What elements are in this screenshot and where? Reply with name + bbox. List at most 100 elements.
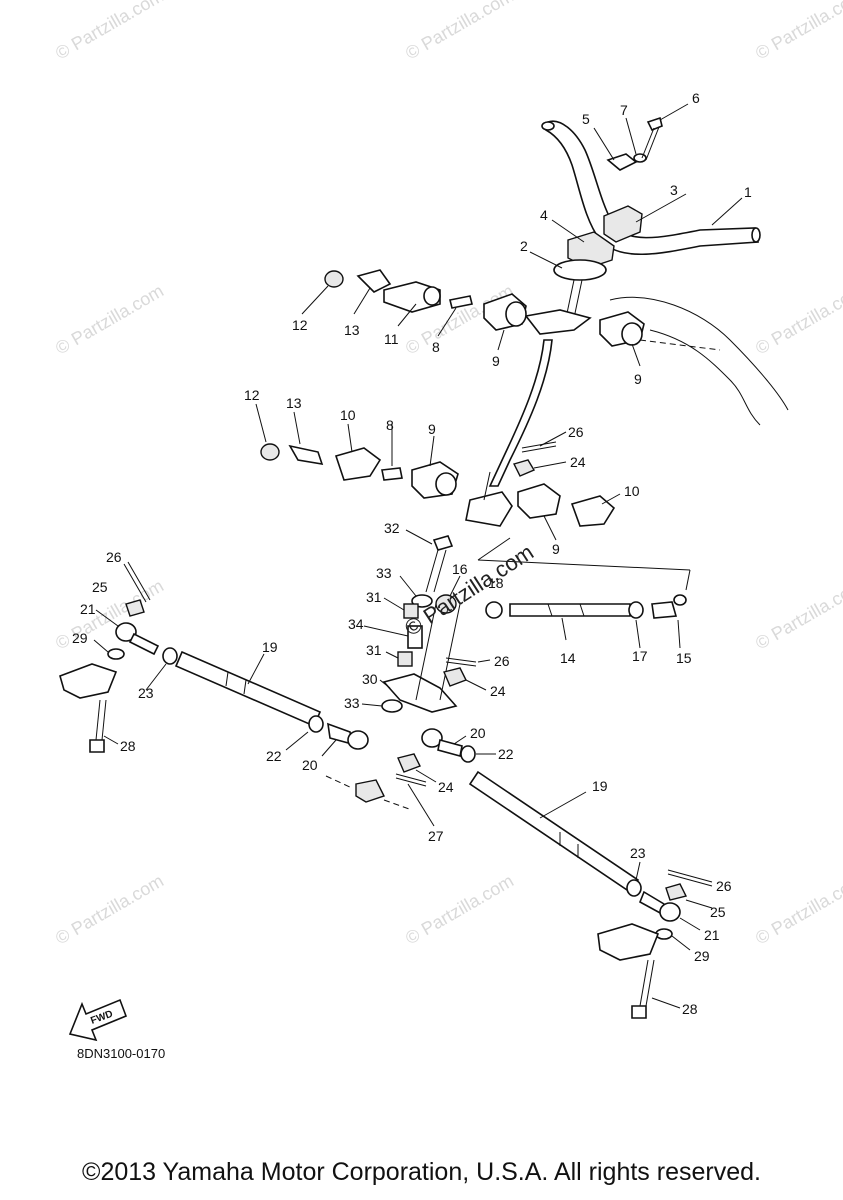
callout-16: 16 xyxy=(452,561,468,577)
steering-column xyxy=(465,279,592,527)
handlebar xyxy=(541,120,761,256)
callout-33-lower: 33 xyxy=(344,695,360,711)
bracket-11-upper xyxy=(383,281,441,313)
callout-10-right: 10 xyxy=(624,483,640,499)
callout-3: 3 xyxy=(670,182,678,198)
nut-24-b xyxy=(443,667,467,687)
callout-22-left: 22 xyxy=(266,748,282,764)
callout-23-left: 23 xyxy=(138,685,154,701)
nut-23-left xyxy=(162,647,178,665)
tie-rod-end-21-right xyxy=(638,890,681,922)
tie-rod-end-20-right xyxy=(421,728,463,757)
plate-13-upper xyxy=(356,269,392,293)
watermark: © Partzilla.com xyxy=(52,870,167,948)
callout-33-upper: 33 xyxy=(376,565,392,581)
nut-25-right xyxy=(665,883,688,901)
callout-19-left: 19 xyxy=(262,639,278,655)
callout-26-b: 26 xyxy=(494,653,510,669)
callout-26-left: 26 xyxy=(106,549,122,565)
tie-rod-14 xyxy=(509,603,631,617)
callout-22-right: 22 xyxy=(498,746,514,762)
handlebar-holder-lower xyxy=(553,231,615,281)
callout-9-right: 9 xyxy=(634,371,642,387)
collar-9-mid xyxy=(411,461,459,499)
callout-26-a: 26 xyxy=(568,424,584,440)
knuckle-arm-left xyxy=(59,663,118,699)
callout-25-right: 25 xyxy=(710,904,726,920)
bushing-31-lower xyxy=(397,651,413,667)
callout-labels: 1 2 3 4 5 6 7 8 9 9 11 12 13 12 13 10 8 … xyxy=(72,90,752,1017)
bolt-28-right xyxy=(631,959,655,1019)
tie-rod-19-left xyxy=(174,650,322,728)
bushing-31-upper xyxy=(403,603,419,619)
frame-bracket-lower xyxy=(325,775,413,811)
callout-28-left: 28 xyxy=(120,738,136,754)
callout-25-left: 25 xyxy=(92,579,108,595)
collar-9-right xyxy=(599,311,645,347)
callout-2: 2 xyxy=(520,238,528,254)
tie-rod-19-right xyxy=(468,770,640,894)
rod-end-18 xyxy=(485,601,503,619)
callout-15: 15 xyxy=(676,650,692,666)
fwd-arrow-icon: FWD xyxy=(68,998,128,1042)
callout-27: 27 xyxy=(428,828,444,844)
callout-1: 1 xyxy=(744,184,752,200)
callout-8-mid: 8 xyxy=(386,417,394,433)
callout-14: 14 xyxy=(560,650,576,666)
cotter-pin-26-b xyxy=(445,657,477,667)
callout-19-right: 19 xyxy=(592,778,608,794)
collar-9-upper xyxy=(483,293,527,331)
watermark: © Partzilla.com xyxy=(52,280,167,358)
callout-8-upper: 8 xyxy=(432,339,440,355)
pin-8-upper xyxy=(449,295,473,309)
callout-26-right: 26 xyxy=(716,878,732,894)
washer-29-left xyxy=(107,648,125,660)
plate-13-mid xyxy=(288,444,324,466)
callout-21-right: 21 xyxy=(704,927,720,943)
watermark: © Partzilla.com xyxy=(52,0,167,63)
watermark: © Partzilla.com xyxy=(752,575,843,653)
copyright-footer: ©2013 Yamaha Motor Corporation, U.S.A. A… xyxy=(82,1158,761,1186)
callout-29-left: 29 xyxy=(72,630,88,646)
plate-10-mid xyxy=(334,447,382,481)
callout-34: 34 xyxy=(348,616,364,632)
callout-28-right: 28 xyxy=(682,1001,698,1017)
nut-22-right xyxy=(460,745,476,763)
watermark: © Partzilla.com xyxy=(402,870,517,948)
reference-lines xyxy=(415,537,691,701)
nut-24-a xyxy=(512,459,536,477)
callout-9-lower: 9 xyxy=(552,541,560,557)
callout-9-upper: 9 xyxy=(492,353,500,369)
callout-10-mid: 10 xyxy=(340,407,356,423)
pitman-arm-30 xyxy=(382,673,458,713)
nut-17 xyxy=(628,601,644,619)
callout-21-left: 21 xyxy=(80,601,96,617)
frame-outline xyxy=(609,296,789,426)
washer-33-lower xyxy=(381,699,403,713)
cotter-pin-26-a xyxy=(521,441,557,453)
callout-23-right: 23 xyxy=(630,845,646,861)
bolt-28-left xyxy=(89,699,107,753)
callout-12-upper: 12 xyxy=(292,317,308,333)
callout-31-lower: 31 xyxy=(366,642,382,658)
callout-20-right: 20 xyxy=(470,725,486,741)
callout-31-upper: 31 xyxy=(366,589,382,605)
callout-11: 11 xyxy=(384,331,399,347)
leader-lines xyxy=(93,103,743,1009)
cotter-pin-26-right xyxy=(667,869,713,887)
callout-24-a: 24 xyxy=(570,454,586,470)
callout-4: 4 xyxy=(540,207,548,223)
callout-20-left: 20 xyxy=(302,757,318,773)
nut-12-upper xyxy=(324,270,344,288)
callout-30: 30 xyxy=(362,671,378,687)
nut-12-mid xyxy=(260,443,280,461)
callout-6: 6 xyxy=(692,90,700,106)
nut-25-left xyxy=(125,599,145,617)
nut-22-left xyxy=(308,715,324,733)
nut-23-right xyxy=(626,879,642,897)
callout-29-right: 29 xyxy=(694,948,710,964)
callout-12-mid: 12 xyxy=(244,387,260,403)
tie-rod-end-20-left xyxy=(327,722,369,750)
handlebar-holder-upper xyxy=(603,153,647,243)
